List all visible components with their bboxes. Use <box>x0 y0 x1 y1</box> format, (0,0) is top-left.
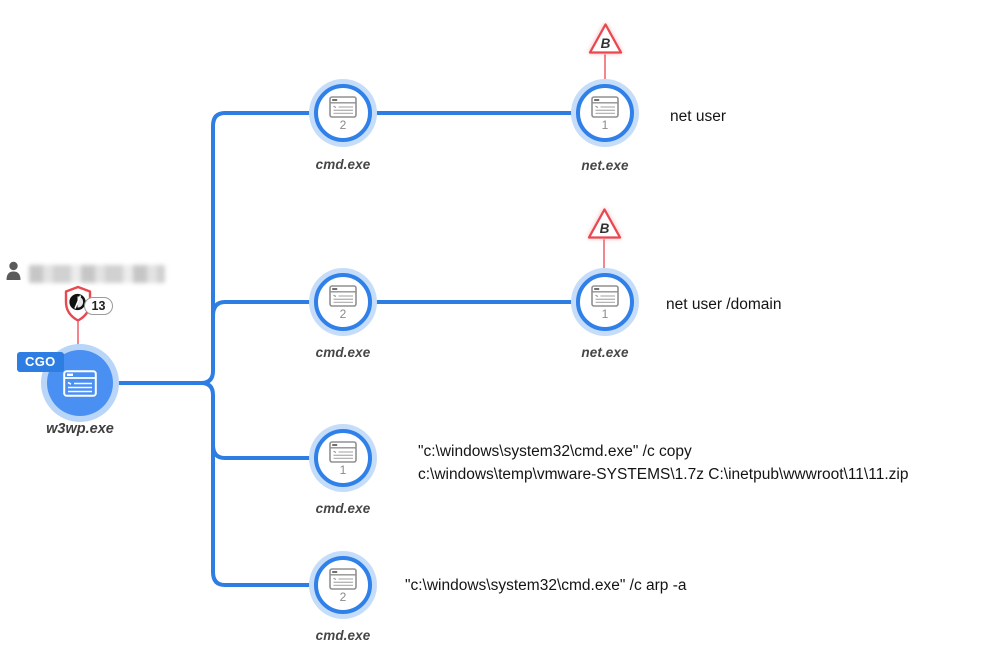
process-node-net-2[interactable]: 1 <box>576 273 634 331</box>
process-node-cmd-2[interactable]: 2 <box>314 273 372 331</box>
redacted-username <box>29 265 165 283</box>
terminal-window-icon <box>329 284 357 307</box>
svg-text:B: B <box>600 221 610 236</box>
alert-triangle-icon[interactable]: B <box>587 21 624 56</box>
process-label: cmd.exe <box>315 501 371 516</box>
process-label: cmd.exe <box>315 628 371 643</box>
process-label: cmd.exe <box>315 157 371 172</box>
edge-root-to-cmd1 <box>199 111 312 385</box>
command-line-annotation: net user <box>670 108 727 125</box>
command-line-2: c:\windows\temp\vmware-SYSTEMS\1.7z C:\i… <box>418 466 909 483</box>
terminal-window-icon <box>329 440 357 463</box>
edge-root-to-cmd4 <box>199 381 312 587</box>
terminal-window-icon <box>329 95 357 118</box>
terminal-window-icon <box>591 284 619 307</box>
command-line-annotation: net user /domain <box>666 296 782 313</box>
alert-count-badge[interactable]: 13 <box>84 297 113 315</box>
user-icon <box>6 261 21 280</box>
process-label-w3wp: w3wp.exe <box>46 421 114 437</box>
process-node-cmd-4[interactable]: 2 <box>314 556 372 614</box>
terminal-window-icon <box>329 567 357 590</box>
process-label: net.exe <box>581 158 629 173</box>
command-line-1: "c:\windows\system32\cmd.exe" /c arp -a <box>405 577 687 594</box>
process-node-cmd-1[interactable]: 2 <box>314 84 372 142</box>
terminal-window-icon <box>591 95 619 118</box>
edge-root-to-cmd2 <box>211 300 312 318</box>
event-count: 1 <box>601 117 609 132</box>
event-count: 1 <box>339 462 347 477</box>
alert-triangle-icon[interactable]: B <box>586 206 623 241</box>
command-line-1: "c:\windows\system32\cmd.exe" /c copy <box>418 443 692 460</box>
event-count: 2 <box>339 117 347 132</box>
event-count: 2 <box>339 589 347 604</box>
event-count: 2 <box>339 306 347 321</box>
cgo-tag[interactable]: CGO <box>17 352 64 372</box>
svg-text:B: B <box>601 36 611 51</box>
terminal-window-icon <box>63 369 97 397</box>
process-label: net.exe <box>581 345 629 360</box>
process-label: cmd.exe <box>315 345 371 360</box>
edge-root-to-cmd3 <box>211 443 312 460</box>
process-node-net-1[interactable]: 1 <box>576 84 634 142</box>
command-line-annotation: "c:\windows\system32\cmd.exe" /c copy c:… <box>418 440 908 486</box>
event-count: 1 <box>601 306 609 321</box>
process-node-cmd-3[interactable]: 1 <box>314 429 372 487</box>
command-line-annotation: "c:\windows\system32\cmd.exe" /c arp -a <box>405 574 687 597</box>
